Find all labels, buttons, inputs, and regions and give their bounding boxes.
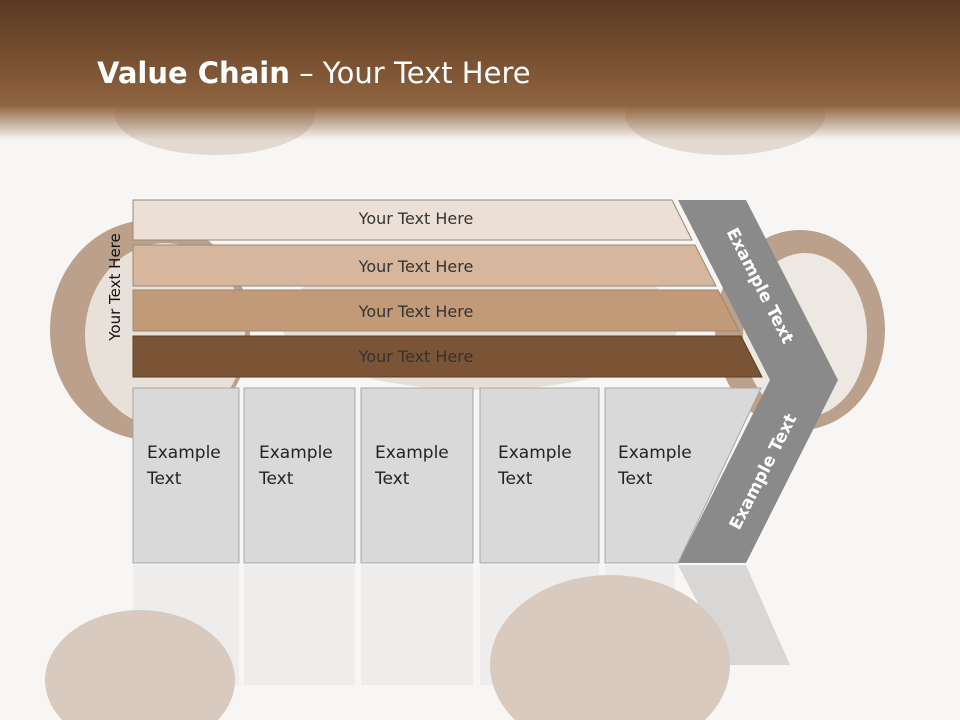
title-bold: Value Chain — [97, 56, 290, 90]
column-4-shape — [479, 387, 600, 564]
column-2-line2: Text — [259, 469, 294, 489]
bar-3-shape — [132, 289, 740, 332]
bar-3-label: Your Text Here — [358, 302, 474, 321]
column-2-shape — [243, 387, 356, 564]
column-4-line2: Text — [498, 469, 533, 489]
column-3-line2: Text — [375, 469, 410, 489]
column-5-shape — [604, 387, 762, 564]
column-3-shape — [360, 387, 474, 564]
reflection — [0, 565, 960, 720]
bar-2-shape — [132, 244, 717, 287]
column-2-line1: Example — [259, 443, 333, 463]
column-1-line2: Text — [147, 469, 182, 489]
column-4-line1: Example — [498, 443, 572, 463]
chevron-top-shape — [678, 200, 838, 380]
reflection-shapes — [45, 565, 790, 720]
bar-1-shape — [132, 199, 693, 241]
bar-2-label: Your Text Here — [358, 257, 474, 276]
column-1-line1: Example — [147, 443, 221, 463]
slide-title: Value Chain – Your Text Here — [97, 56, 531, 90]
title-rest: – Your Text Here — [289, 56, 531, 90]
column-5-line2: Text — [618, 469, 653, 489]
column-3-line1: Example — [375, 443, 449, 463]
column-5-line1: Example — [618, 443, 692, 463]
bar-1-label: Your Text Here — [358, 209, 474, 228]
bar-4-shape — [132, 335, 763, 378]
bar-4-label: Your Text Here — [358, 347, 474, 366]
chevron-bottom-shape — [678, 380, 838, 563]
column-1-shape — [132, 387, 240, 564]
header-band — [0, 0, 960, 140]
